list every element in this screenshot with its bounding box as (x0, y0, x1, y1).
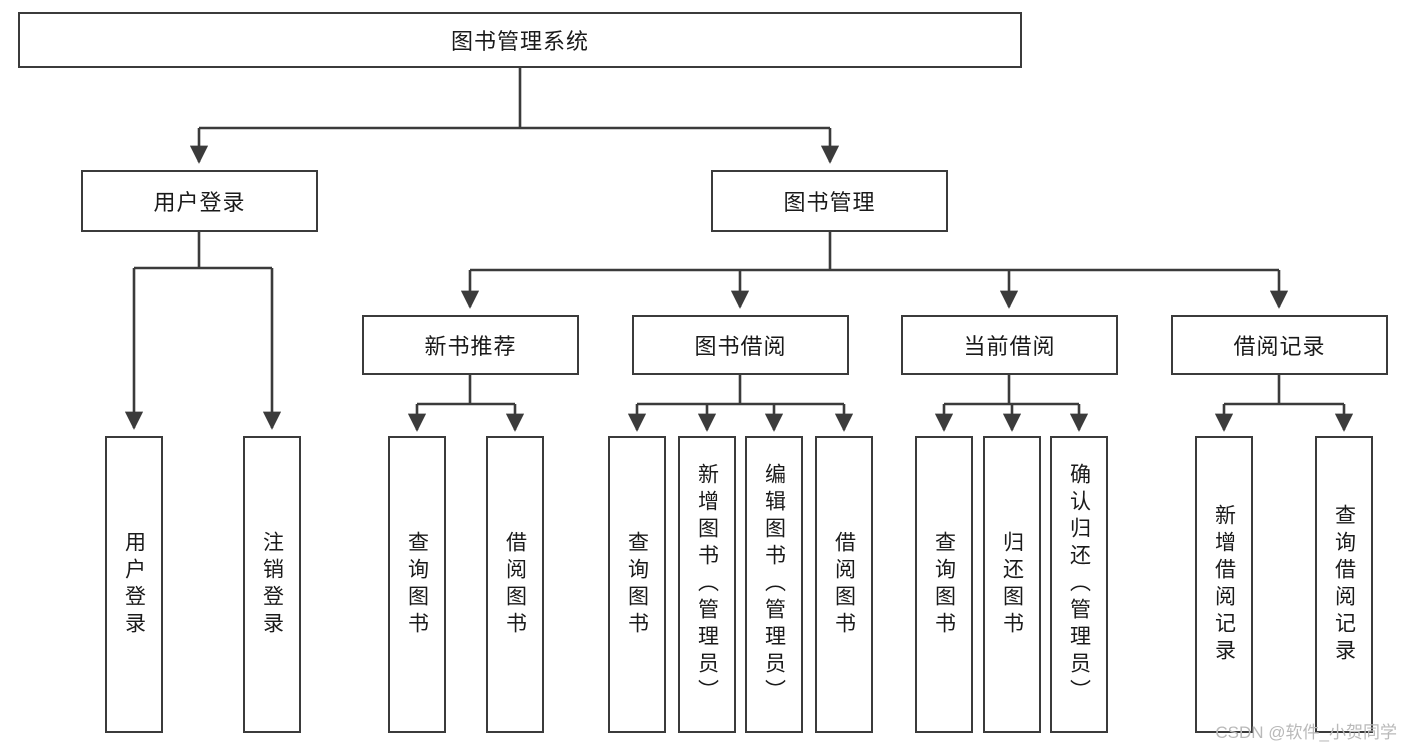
node-leaf-query-record-label: 查询借阅记录 (1332, 503, 1356, 666)
node-book-borrow[interactable]: 图书借阅 (632, 315, 849, 375)
node-book-borrow-label: 图书借阅 (694, 334, 787, 359)
node-leaf-query-book-2-label: 查询图书 (625, 530, 649, 639)
node-leaf-query-book-1[interactable]: 查询图书 (388, 436, 446, 733)
node-leaf-query-record[interactable]: 查询借阅记录 (1315, 436, 1373, 733)
node-leaf-return-book[interactable]: 归还图书 (983, 436, 1041, 733)
node-current-borrow-label: 当前借阅 (963, 334, 1056, 359)
node-leaf-add-book[interactable]: 新增图书（管理员） (678, 436, 736, 733)
node-borrow-record-label: 借阅记录 (1233, 334, 1326, 359)
node-leaf-user-login-label: 用户登录 (122, 530, 146, 639)
node-leaf-add-record-label: 新增借阅记录 (1212, 503, 1236, 666)
node-leaf-confirm-return[interactable]: 确认归还（管理员） (1050, 436, 1108, 733)
node-leaf-query-book-2[interactable]: 查询图书 (608, 436, 666, 733)
node-leaf-add-record[interactable]: 新增借阅记录 (1195, 436, 1253, 733)
node-leaf-return-book-label: 归还图书 (1000, 530, 1024, 639)
node-current-borrow[interactable]: 当前借阅 (901, 315, 1118, 375)
node-leaf-logout-label: 注销登录 (260, 530, 284, 639)
node-leaf-user-login[interactable]: 用户登录 (105, 436, 163, 733)
watermark-text: CSDN @软件_小贺同学 (1215, 723, 1397, 742)
node-borrow-record[interactable]: 借阅记录 (1171, 315, 1388, 375)
node-leaf-borrow-book-1[interactable]: 借阅图书 (486, 436, 544, 733)
node-leaf-borrow-book-2-label: 借阅图书 (832, 530, 856, 639)
node-leaf-confirm-return-label: 确认归还（管理员） (1067, 463, 1091, 706)
node-leaf-add-book-label: 新增图书（管理员） (695, 463, 719, 706)
node-new-book-rec[interactable]: 新书推荐 (362, 315, 579, 375)
node-leaf-query-book-1-label: 查询图书 (405, 530, 429, 639)
node-leaf-borrow-book-1-label: 借阅图书 (503, 530, 527, 639)
node-user-login-label: 用户登录 (153, 190, 246, 215)
node-book-manage[interactable]: 图书管理 (711, 170, 948, 232)
node-leaf-borrow-book-2[interactable]: 借阅图书 (815, 436, 873, 733)
node-leaf-query-book-3-label: 查询图书 (932, 530, 956, 639)
node-root[interactable]: 图书管理系统 (18, 12, 1022, 68)
node-user-login[interactable]: 用户登录 (81, 170, 318, 232)
node-leaf-edit-book[interactable]: 编辑图书（管理员） (745, 436, 803, 733)
node-book-manage-label: 图书管理 (783, 190, 876, 215)
node-leaf-logout[interactable]: 注销登录 (243, 436, 301, 733)
node-new-book-rec-label: 新书推荐 (424, 334, 517, 359)
node-leaf-query-book-3[interactable]: 查询图书 (915, 436, 973, 733)
node-root-label: 图书管理系统 (450, 29, 589, 54)
node-leaf-edit-book-label: 编辑图书（管理员） (762, 463, 786, 706)
